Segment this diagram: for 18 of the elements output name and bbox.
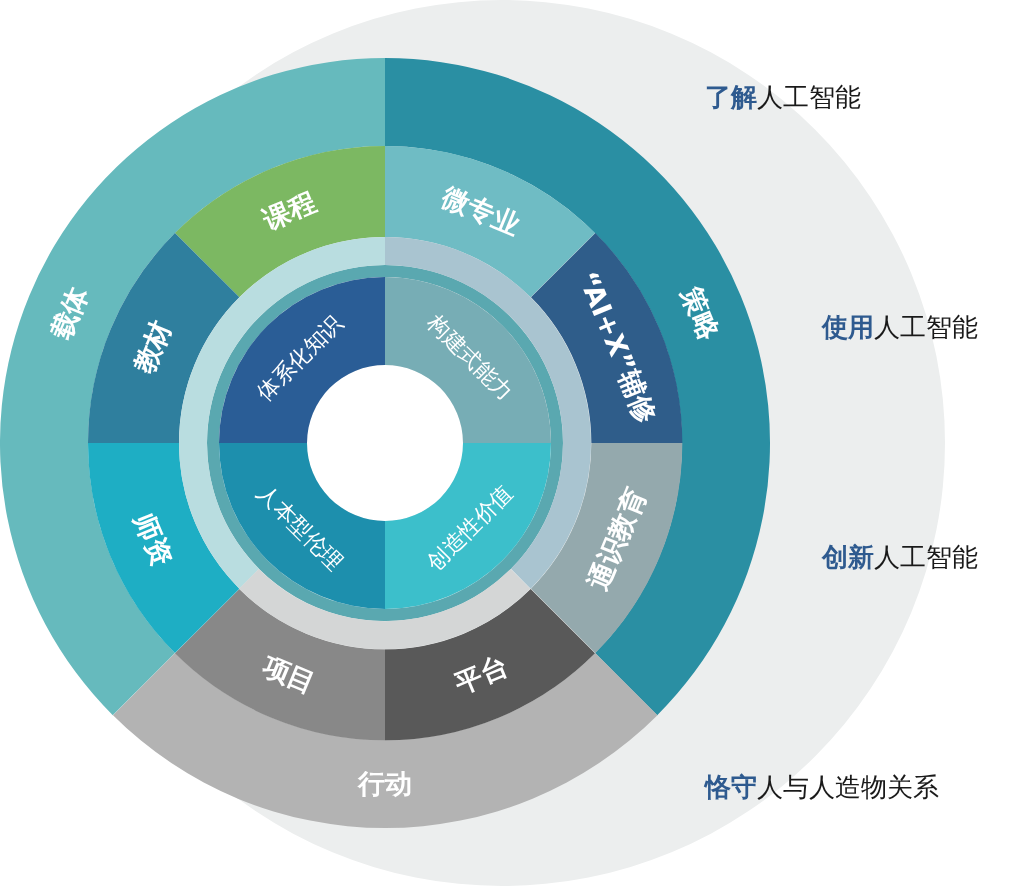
side-label: 使用人工智能 (822, 311, 978, 344)
segment-label: 教材 (128, 316, 177, 378)
segment-label: 行动 (358, 769, 412, 799)
segment-label: 创造性价值 (422, 480, 518, 576)
segment-label: 通识教育 (582, 483, 652, 595)
segment-label: 项目 (258, 651, 320, 700)
segment-label: 课程 (258, 186, 320, 235)
segment-label: 师资 (128, 508, 177, 570)
segment-label: 人本型伦理 (252, 480, 348, 576)
segment-label: 体系化知识 (252, 310, 348, 406)
side-label: 恪守人与人造物关系 (705, 771, 939, 804)
side-label: 创新人工智能 (822, 541, 978, 574)
segment-label: 载体 (45, 281, 94, 344)
side-label: 了解人工智能 (705, 81, 861, 114)
segment-label: 策略 (676, 281, 725, 344)
segment-label: 平台 (450, 651, 512, 700)
segment-label: 微专业 (438, 181, 525, 240)
segment-label: 构建式能力 (422, 310, 518, 406)
